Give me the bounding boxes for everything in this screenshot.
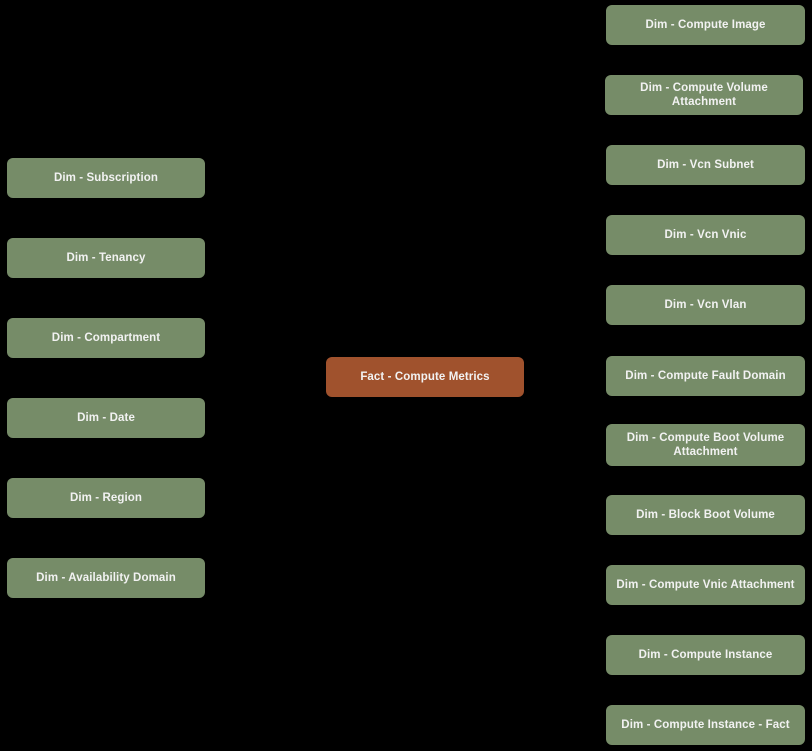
node-label: Dim - Vcn Subnet (657, 159, 754, 171)
node-label: Dim - Tenancy (66, 252, 146, 264)
dimension-table-node-dim-block-boot-volume[interactable]: Dim - Block Boot Volume (606, 495, 805, 535)
dimension-table-node-dim-availability-domain[interactable]: Dim - Availability Domain (7, 558, 205, 598)
node-label: Dim - Vcn Vlan (664, 299, 747, 311)
dimension-table-node-dim-vcn-subnet[interactable]: Dim - Vcn Subnet (606, 145, 805, 185)
dimension-table-node-dim-tenancy[interactable]: Dim - Tenancy (7, 238, 205, 278)
node-label: Dim - Compute Volume Attachment (640, 82, 768, 108)
dimension-table-node-dim-subscription[interactable]: Dim - Subscription (7, 158, 205, 198)
node-label: Fact - Compute Metrics (360, 371, 490, 383)
node-label: Dim - Compartment (51, 332, 161, 344)
dimension-table-node-dim-compartment[interactable]: Dim - Compartment (7, 318, 205, 358)
dimension-table-node-dim-vcn-vnic[interactable]: Dim - Vcn Vnic (606, 215, 805, 255)
dimension-table-node-dim-region[interactable]: Dim - Region (7, 478, 205, 518)
node-label: Dim - Region (69, 492, 143, 504)
dimension-table-node-dim-compute-boot-volume-attachment[interactable]: Dim - Compute Boot Volume Attachment (606, 424, 805, 466)
node-label: Dim - Compute Fault Domain (625, 370, 786, 382)
node-label: Dim - Compute Boot Volume Attachment (626, 432, 785, 458)
dimension-table-node-dim-compute-instance-fact[interactable]: Dim - Compute Instance - Fact (606, 705, 805, 745)
dimension-table-node-dim-compute-volume-attachment[interactable]: Dim - Compute Volume Attachment (605, 75, 803, 115)
fact-table-node-fact-compute-metrics[interactable]: Fact - Compute Metrics (326, 357, 524, 397)
node-label: Dim - Compute Instance (638, 649, 773, 661)
dimension-table-node-dim-vcn-vlan[interactable]: Dim - Vcn Vlan (606, 285, 805, 325)
dimension-table-node-dim-date[interactable]: Dim - Date (7, 398, 205, 438)
dimension-table-node-dim-compute-vnic-attachment[interactable]: Dim - Compute Vnic Attachment (606, 565, 805, 605)
dimension-table-node-dim-compute-fault-domain[interactable]: Dim - Compute Fault Domain (606, 356, 805, 396)
node-label: Dim - Subscription (53, 172, 159, 184)
dimension-table-node-dim-compute-image[interactable]: Dim - Compute Image (606, 5, 805, 45)
node-label: Dim - Date (77, 412, 135, 424)
dimension-table-node-dim-compute-instance[interactable]: Dim - Compute Instance (606, 635, 805, 675)
node-label: Dim - Compute Image (645, 19, 766, 31)
node-label: Dim - Availability Domain (36, 572, 176, 584)
node-label: Dim - Vcn Vnic (664, 229, 747, 241)
node-label: Dim - Compute Instance - Fact (621, 719, 790, 731)
node-label: Dim - Compute Vnic Attachment (616, 579, 795, 591)
node-label: Dim - Block Boot Volume (636, 509, 775, 521)
